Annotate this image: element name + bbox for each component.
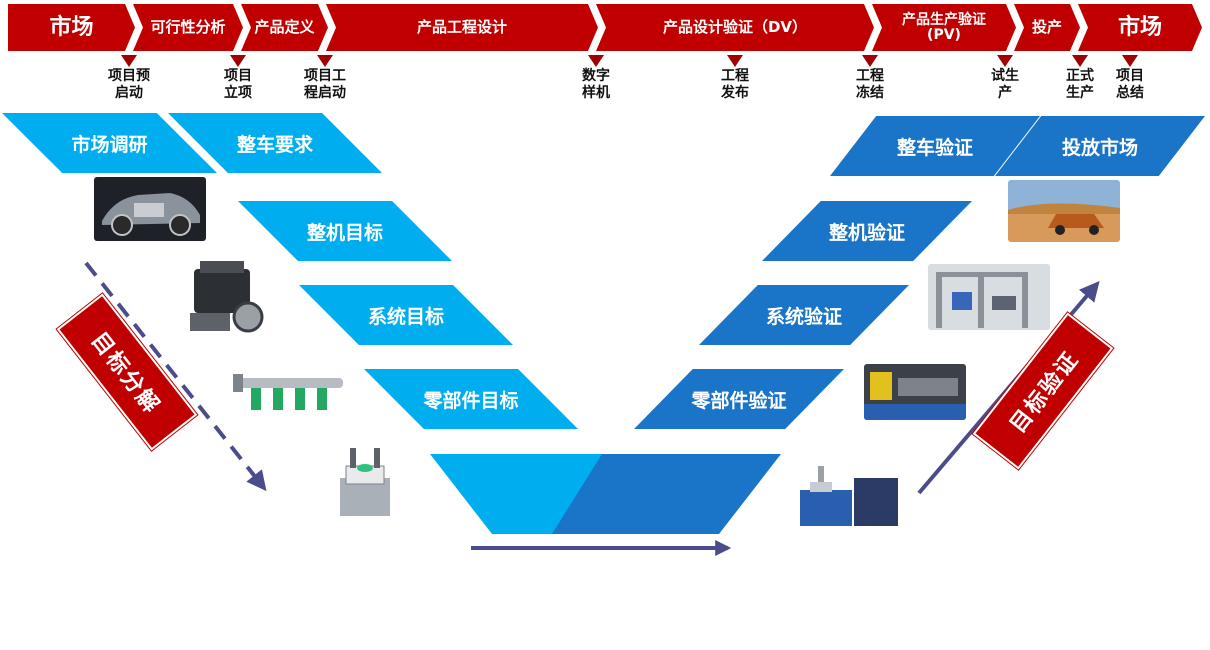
phase-label: 产品定义 bbox=[254, 17, 315, 36]
phase-production-validation: 产品生产验证 (PV) bbox=[872, 4, 1016, 51]
block-label: 整机目标 bbox=[306, 221, 383, 244]
block-label: 整机验证 bbox=[828, 221, 905, 244]
milestone-digital-prototype: 数字 样机 bbox=[561, 55, 631, 102]
block-label: 零部件验证 bbox=[691, 389, 787, 412]
phase-label: 市场 bbox=[1117, 14, 1162, 40]
milestone-label: 项目 立项 bbox=[224, 68, 252, 101]
phase-launch: 投产 bbox=[1014, 4, 1080, 51]
phase-label: 产品生产验证 (PV) bbox=[902, 11, 986, 43]
block-label: 系统目标 bbox=[367, 305, 444, 328]
milestone-marker-icon bbox=[588, 55, 604, 67]
engine-assembly-icon bbox=[184, 257, 268, 339]
car-engine-cutaway-icon bbox=[94, 177, 206, 241]
milestone-label: 工程 冻结 bbox=[856, 68, 884, 101]
milestone-marker-icon bbox=[230, 55, 246, 67]
decompose-arrow bbox=[84, 261, 267, 492]
milestone-label: 数字 样机 bbox=[582, 68, 610, 101]
milestone-marker-icon bbox=[997, 55, 1013, 67]
part-test-machine-icon bbox=[794, 460, 902, 530]
phase-market-end: 市场 bbox=[1078, 4, 1202, 51]
vehicle-test-rig-icon bbox=[928, 264, 1050, 330]
phase-label: 产品设计验证（DV） bbox=[662, 17, 808, 36]
phase-design-validation: 产品设计验证（DV） bbox=[596, 4, 874, 51]
milestone-engineering-freeze: 工程 冻结 bbox=[835, 55, 905, 102]
fuel-injection-rail-icon bbox=[233, 366, 349, 416]
milestone-label: 工程 发布 bbox=[721, 68, 749, 101]
milestone-trial-production: 试生 产 bbox=[970, 55, 1040, 102]
milestone-marker-icon bbox=[1122, 55, 1138, 67]
milestone-marker-icon bbox=[1072, 55, 1088, 67]
milestone-label: 项目工 程启动 bbox=[304, 68, 346, 101]
block-label: 投放市场 bbox=[1061, 136, 1138, 159]
piston-cylinder-icon bbox=[320, 448, 410, 520]
phase-label: 产品工程设计 bbox=[416, 17, 507, 36]
phase-bar: 市场 可行性分析 产品定义 产品工程设计 产品设计验证（DV） 产品生产验证 (… bbox=[0, 0, 1210, 60]
milestone-marker-icon bbox=[727, 55, 743, 67]
block-label: 系统验证 bbox=[765, 305, 842, 328]
phase-label: 投产 bbox=[1031, 17, 1062, 36]
milestone-engineering-start: 项目工 程启动 bbox=[290, 55, 360, 102]
milestone-engineering-release: 工程 发布 bbox=[700, 55, 770, 102]
phase-market-start: 市场 bbox=[8, 4, 135, 51]
car-in-desert-icon bbox=[1008, 180, 1120, 242]
block-label: 市场调研 bbox=[71, 133, 148, 156]
milestone-label: 试生 产 bbox=[991, 68, 1019, 101]
phase-label: 市场 bbox=[49, 14, 94, 40]
milestone-summary: 项目 总结 bbox=[1095, 55, 1165, 102]
milestone-production: 正式 生产 bbox=[1045, 55, 1115, 102]
milestone-marker-icon bbox=[121, 55, 137, 67]
component-test-bench-icon bbox=[864, 364, 966, 420]
milestone-approval: 项目 立项 bbox=[203, 55, 273, 102]
block-label: 零部件目标 bbox=[423, 389, 519, 412]
phase-feasibility: 可行性分析 bbox=[133, 4, 243, 51]
block-label: 整车要求 bbox=[236, 133, 313, 156]
milestone-label: 项目预 启动 bbox=[108, 68, 150, 101]
milestone-label: 正式 生产 bbox=[1066, 68, 1094, 101]
phase-engineering-design: 产品工程设计 bbox=[326, 4, 598, 51]
phase-definition: 产品定义 bbox=[241, 4, 328, 51]
v-bottom-right bbox=[552, 454, 781, 534]
milestone-pre-start: 项目预 启动 bbox=[94, 55, 164, 102]
milestone-marker-icon bbox=[317, 55, 333, 67]
milestone-label: 项目 总结 bbox=[1116, 68, 1144, 101]
milestone-marker-icon bbox=[862, 55, 878, 67]
phase-label: 可行性分析 bbox=[150, 17, 226, 36]
block-label: 整车验证 bbox=[896, 136, 973, 159]
